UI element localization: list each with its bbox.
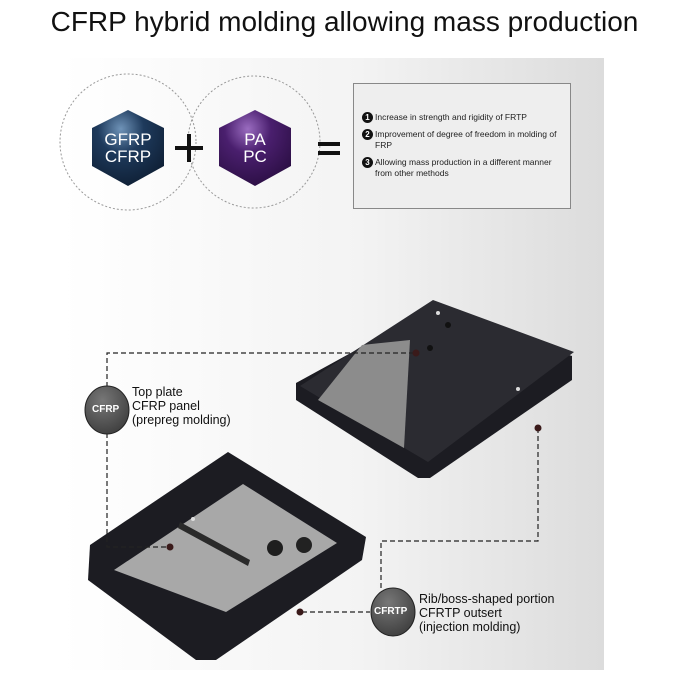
cfrtp-badge-circle [370,587,416,637]
pa-pc-hexagon [219,110,291,186]
benefit-text: Allowing mass production in a different … [375,157,552,178]
rib-boss-tray-part [88,452,366,660]
dashed-circle-left [59,73,197,211]
gfrp-cfrp-hexagon [92,110,164,186]
cfrp-badge-circle [84,385,130,435]
benefit-text: Improvement of degree of freedom in mold… [375,129,557,150]
number-3-icon: 3 [362,157,373,168]
number-2-icon: 2 [362,129,373,140]
top-plate-part [296,300,574,478]
benefit-text: Increase in strength and rigidity of FRT… [375,112,527,122]
cfrtp-badge: CFRTP [374,606,408,617]
page-title: CFRP hybrid molding allowing mass produc… [50,6,639,37]
number-1-icon: 1 [362,112,373,123]
connector-lines [106,352,539,613]
plus-sign [175,134,203,162]
equals-sign [318,142,340,155]
cfrp-badge: CFRP [92,404,120,415]
